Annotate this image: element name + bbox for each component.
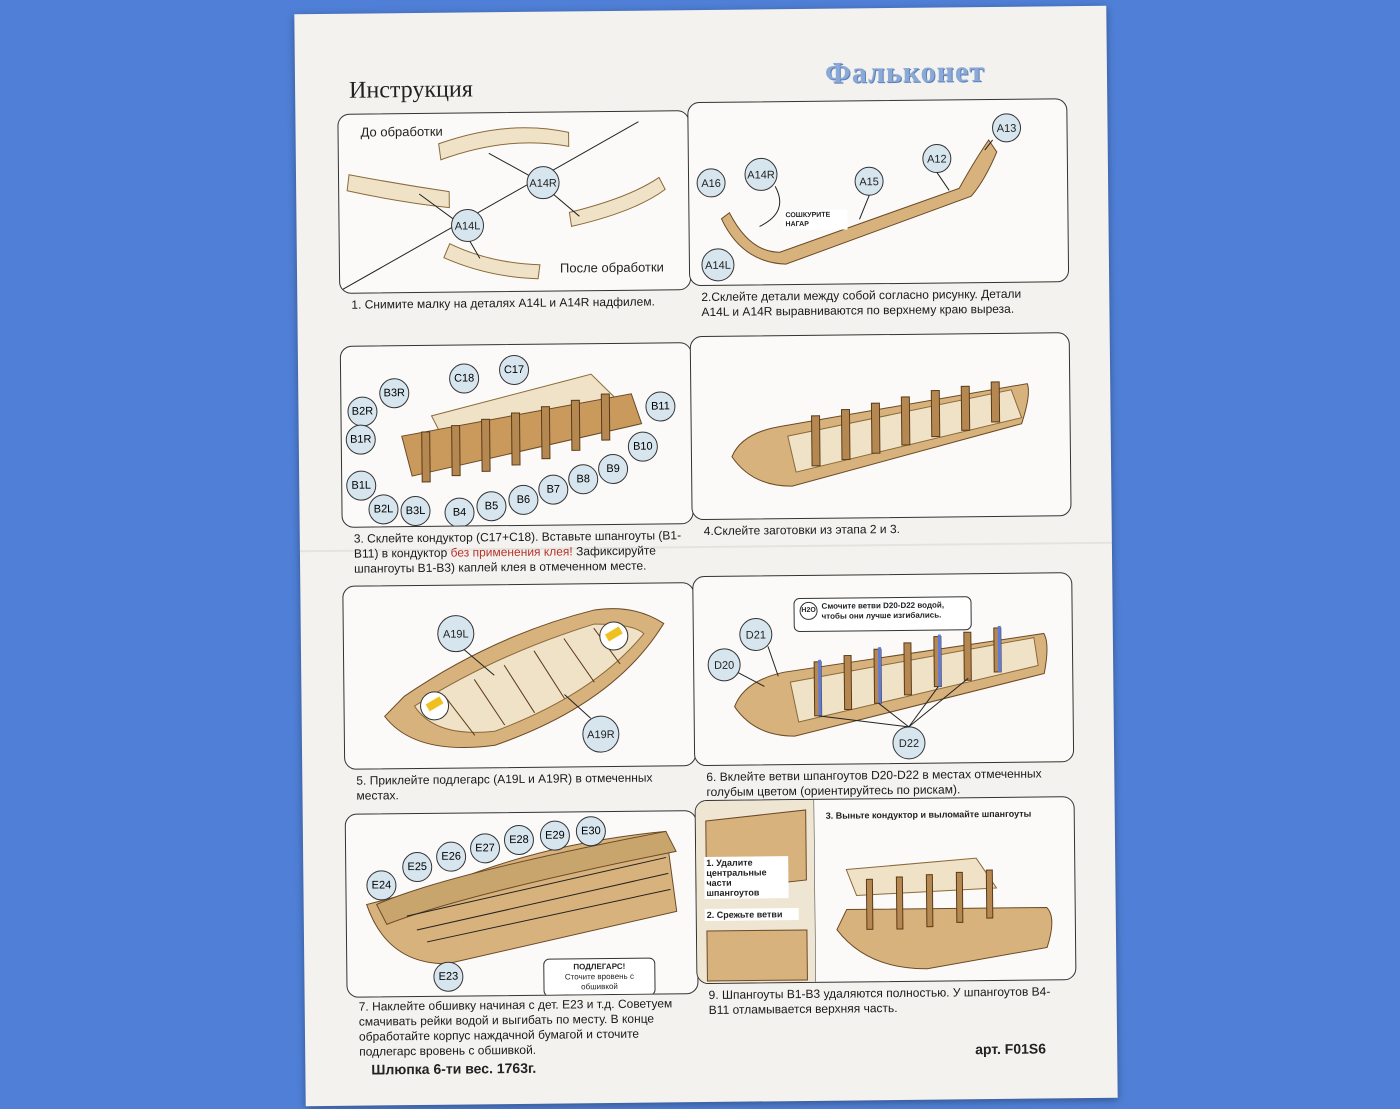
callout-14: B4: [444, 497, 474, 527]
callout-e-7: E23: [433, 962, 463, 992]
callout-a13-label: A13: [997, 123, 1017, 135]
callout-e-3: E27: [470, 833, 500, 863]
water-icon: H2O: [799, 602, 817, 620]
brand-logo: Фальконет: [825, 55, 985, 91]
callout-11: B6: [508, 485, 538, 515]
callout-3: B2R: [347, 396, 377, 426]
step-1-caption: 1. Снимите малку на деталях A14L и A14R …: [351, 294, 691, 313]
step-2-illustration: A13 A12 A15 A14R A16 A14L: [688, 99, 1068, 285]
callout-5: B1R: [346, 424, 376, 454]
callout-a15-label: A15: [859, 176, 879, 188]
step-2-caption: 2.Склейте детали между собой согласно ри…: [701, 286, 1051, 320]
instruction-sheet: Инструкция Фальконет A14R A14L До обрабо…: [294, 6, 1117, 1106]
callout-2: B3R: [379, 378, 409, 408]
callout-1: C17: [499, 355, 529, 385]
sanding-warning-text: Сточите вровень с обшивкой: [549, 972, 649, 993]
callout-15: B5: [476, 491, 506, 521]
step-2-panel: A13 A12 A15 A14R A16 A14L СОШКУРИТЕ НАГА…: [687, 98, 1069, 286]
step-6-panel: D21 D20 D22 H2O Смочите ветви D20-D22 во…: [692, 572, 1074, 766]
callout-0: C18: [449, 363, 479, 393]
step-4-panel: [690, 332, 1072, 520]
callout-e-2: E26: [436, 842, 466, 872]
callout-a14r-label: A14R: [529, 178, 557, 190]
callout-6: B10: [628, 431, 658, 461]
step-6-caption: 6. Вклейте ветви шпангоутов D20-D22 в ме…: [706, 766, 1056, 800]
step-4-caption: 4.Склейте заготовки из этапа 2 и 3.: [704, 520, 1054, 539]
step-5-caption: 5. Приклейте подлегарс (A19L и A19R) в о…: [356, 770, 686, 803]
callout-a14l-label: A14L: [455, 220, 481, 232]
callout-d20-label: D20: [714, 660, 734, 672]
callout-a12-label: A12: [927, 153, 947, 165]
callout-13: B3L: [400, 496, 430, 526]
callout-d22-label: D22: [899, 738, 919, 750]
step-3-caption-warning: без применения клея!: [451, 544, 573, 559]
sanding-warning-note: ПОДЛЕГАРС! Сточите вровень с обшивкой: [543, 958, 655, 997]
wet-branches-note: H2O Смочите ветви D20-D22 водой, чтобы о…: [793, 596, 971, 632]
callout-e-4: E28: [504, 825, 534, 855]
step-9-caption: 9. Шпангоуты B1-B3 удаляются полностью. …: [709, 984, 1059, 1018]
callout-e-1: E25: [402, 852, 432, 882]
step-1-panel: A14R A14L До обработки После обработки: [337, 110, 691, 294]
callout-a16-label: A16: [701, 178, 721, 190]
callout-12: B2L: [368, 494, 398, 524]
callout-9: B8: [568, 464, 598, 494]
step-9-panel: 1. Удалите центральные части шпангоутов …: [695, 796, 1077, 984]
callout-7: B9: [598, 454, 628, 484]
step-3-caption: 3. Склейте кондуктор (C17+C18). Вставьте…: [354, 528, 694, 577]
callout-8: B1L: [346, 470, 376, 500]
callout-10: B7: [538, 474, 568, 504]
callout-e-6: E30: [576, 816, 606, 846]
cut-branches-label: 2. Срежьте ветви: [705, 908, 799, 921]
article-number: арт. F01S6: [975, 1040, 1046, 1057]
callout-a19r-label: A19R: [587, 729, 615, 741]
callout-e-5: E29: [540, 820, 570, 850]
model-name: Шлюпка 6-ти вес. 1763г.: [371, 1060, 536, 1078]
sanding-note: СОШКУРИТЕ НАГАР: [783, 210, 847, 231]
callout-e-0: E24: [366, 870, 396, 900]
step-7-caption: 7. Наклейте обшивку начиная с дет. E23 и…: [359, 996, 700, 1060]
document-title: Инструкция: [349, 76, 473, 104]
step-5-illustration: A19L A19R: [343, 583, 695, 769]
step-4-illustration: [691, 333, 1071, 519]
callout-a14l-label: A14L: [705, 260, 731, 272]
callout-4: B11: [645, 391, 675, 421]
after-processing-label: После обработки: [560, 259, 664, 275]
wet-branches-note-text: Смочите ветви D20-D22 водой, чтобы они л…: [821, 601, 944, 621]
before-processing-label: До обработки: [360, 124, 442, 140]
callout-d21-label: D21: [746, 629, 766, 641]
callout-a14r-label: A14R: [747, 169, 775, 181]
step-5-panel: A19L A19R: [342, 582, 696, 770]
callout-a19l-label: A19L: [443, 628, 469, 640]
remove-jig-label: 3. Выньте кондуктор и выломайте шпангоут…: [824, 807, 1058, 821]
remove-centers-label: 1. Удалите центральные части шпангоутов: [704, 856, 788, 899]
